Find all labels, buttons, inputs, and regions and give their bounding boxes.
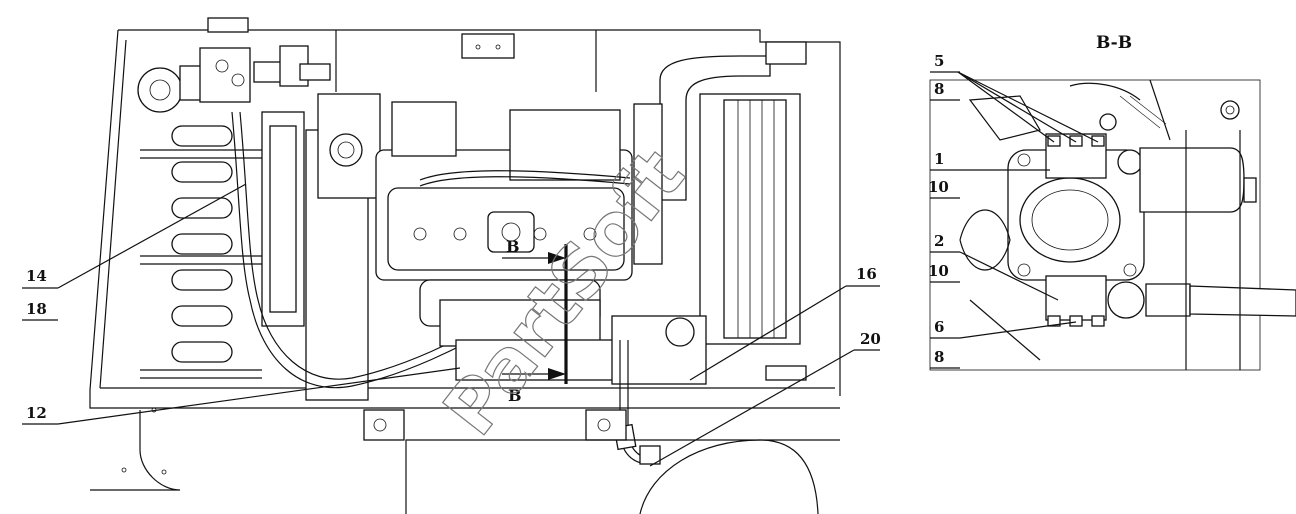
callout-1: 1 — [934, 150, 944, 168]
callout-5: 5 — [934, 52, 944, 70]
callout-10-top: 10 — [928, 178, 949, 196]
section-view — [929, 79, 1296, 371]
support-bracket — [261, 93, 381, 401]
callout-8-top: 8 — [934, 80, 944, 98]
callout-16: 16 — [856, 265, 877, 283]
leaders-left — [22, 183, 880, 467]
callout-14: 14 — [26, 267, 47, 285]
callout-20: 20 — [860, 330, 881, 348]
callout-6: 6 — [934, 318, 944, 336]
callout-8-bottom: 8 — [934, 348, 944, 366]
fuel-hose-14 — [231, 111, 521, 389]
callout-2: 2 — [934, 232, 944, 250]
section-marker-top: B — [506, 237, 520, 256]
vent-slots — [140, 125, 262, 379]
section-marker-bottom: B — [508, 386, 522, 405]
callout-12: 12 — [26, 404, 47, 422]
engine-block — [375, 101, 633, 381]
leaders-right — [930, 71, 1099, 369]
section-title: B-B — [1096, 33, 1132, 53]
fuel-pump-cluster — [137, 45, 331, 113]
main-frame — [89, 17, 841, 409]
callout-10-bottom: 10 — [928, 262, 949, 280]
callout-18: 18 — [26, 300, 47, 318]
section-cut-line — [502, 244, 568, 384]
